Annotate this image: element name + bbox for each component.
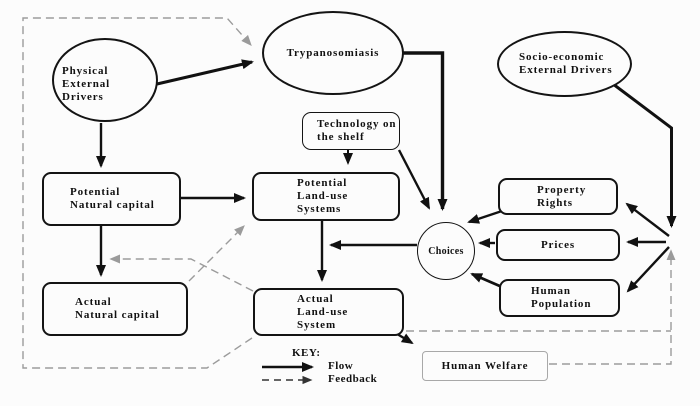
node-label-line: Land-use: [297, 305, 349, 318]
node-choices: Choices: [417, 222, 475, 280]
legend-heading: KEY:: [292, 347, 321, 359]
feedback-actual-land-use-to-trypanosomiasis: [22, 17, 253, 369]
node-potential-natural-capital: Potential Natural capital: [42, 172, 181, 226]
feedback-arrow-sample-icon: [262, 375, 313, 384]
node-label-line: Systems: [297, 203, 342, 215]
edge-human-population-to-choices: [470, 272, 503, 289]
node-label-line: Natural capital: [70, 199, 155, 211]
node-technology-on-the-shelf: Technology on the shelf: [302, 112, 400, 150]
edge-physical-drivers-to-trypanosomiasis: [156, 59, 254, 86]
edge-socio-economic-to-junction: [612, 82, 677, 228]
flow-arrow-sample-icon: [262, 361, 314, 372]
node-actual-land-use-system: Actual Land-use System: [253, 288, 404, 336]
node-label-line: External Drivers: [519, 64, 613, 76]
legend-feedback-label: Feedback: [328, 373, 378, 385]
node-trypanosomiasis: Trypanosomiasis: [262, 11, 404, 95]
legend: KEY: Flow Feedback: [260, 347, 410, 386]
node-label-line: Actual: [75, 296, 112, 308]
node-label-line: Potential: [70, 186, 121, 198]
edge-trypanosomiasis-to-choices: [403, 51, 448, 211]
node-label-line: the shelf: [317, 131, 365, 143]
node-label-line: Choices: [428, 245, 464, 257]
node-label-line: Population: [531, 298, 592, 310]
node-socio-economic-external-drivers: Socio-economic External Drivers: [497, 31, 632, 97]
node-label-line: System: [297, 318, 337, 331]
node-label-line: Property: [537, 183, 587, 196]
edge-property-rights-to-choices: [467, 209, 503, 224]
node-label-line: Actual: [297, 292, 334, 305]
node-actual-natural-capital: Actual Natural capital: [42, 282, 188, 336]
node-prices: Prices: [496, 229, 620, 261]
edge-junction-to-property-rights: [625, 202, 670, 237]
node-label-line: Drivers: [62, 90, 104, 103]
node-human-population: Human Population: [499, 279, 620, 317]
node-human-welfare: Human Welfare: [422, 351, 548, 381]
node-label-line: Natural capital: [75, 309, 160, 321]
node-property-rights: Property Rights: [498, 178, 618, 215]
node-potential-land-use-systems: Potential Land-use Systems: [252, 172, 400, 221]
edge-technology-to-choices: [397, 149, 431, 210]
node-label-line: Rights: [537, 196, 573, 209]
node-label-line: Trypanosomiasis: [286, 46, 380, 59]
node-label-line: Potential: [297, 177, 348, 189]
legend-feedback-row: Feedback: [260, 373, 410, 386]
node-label-line: Human Welfare: [441, 359, 529, 372]
edge-junction-to-human-population: [626, 246, 670, 293]
node-label-line: Technology on: [317, 118, 397, 130]
node-label-line: Human: [531, 285, 571, 297]
feedback-actual-natural-capital-to-potential-land-use: [188, 225, 245, 282]
feedback-actual-land-use-to-natural-capital-arrow: [109, 254, 254, 292]
node-label-line: Physical External: [62, 64, 111, 90]
node-label-line: Land-use: [297, 190, 349, 202]
feedback-human-welfare-to-junction: [549, 249, 676, 365]
node-label-line: Socio-economic: [519, 51, 605, 63]
node-label-line: Prices: [540, 238, 576, 251]
legend-flow-row: Flow: [260, 360, 410, 373]
node-physical-external-drivers: Physical External Drivers: [52, 38, 158, 122]
legend-flow-label: Flow: [328, 360, 354, 372]
